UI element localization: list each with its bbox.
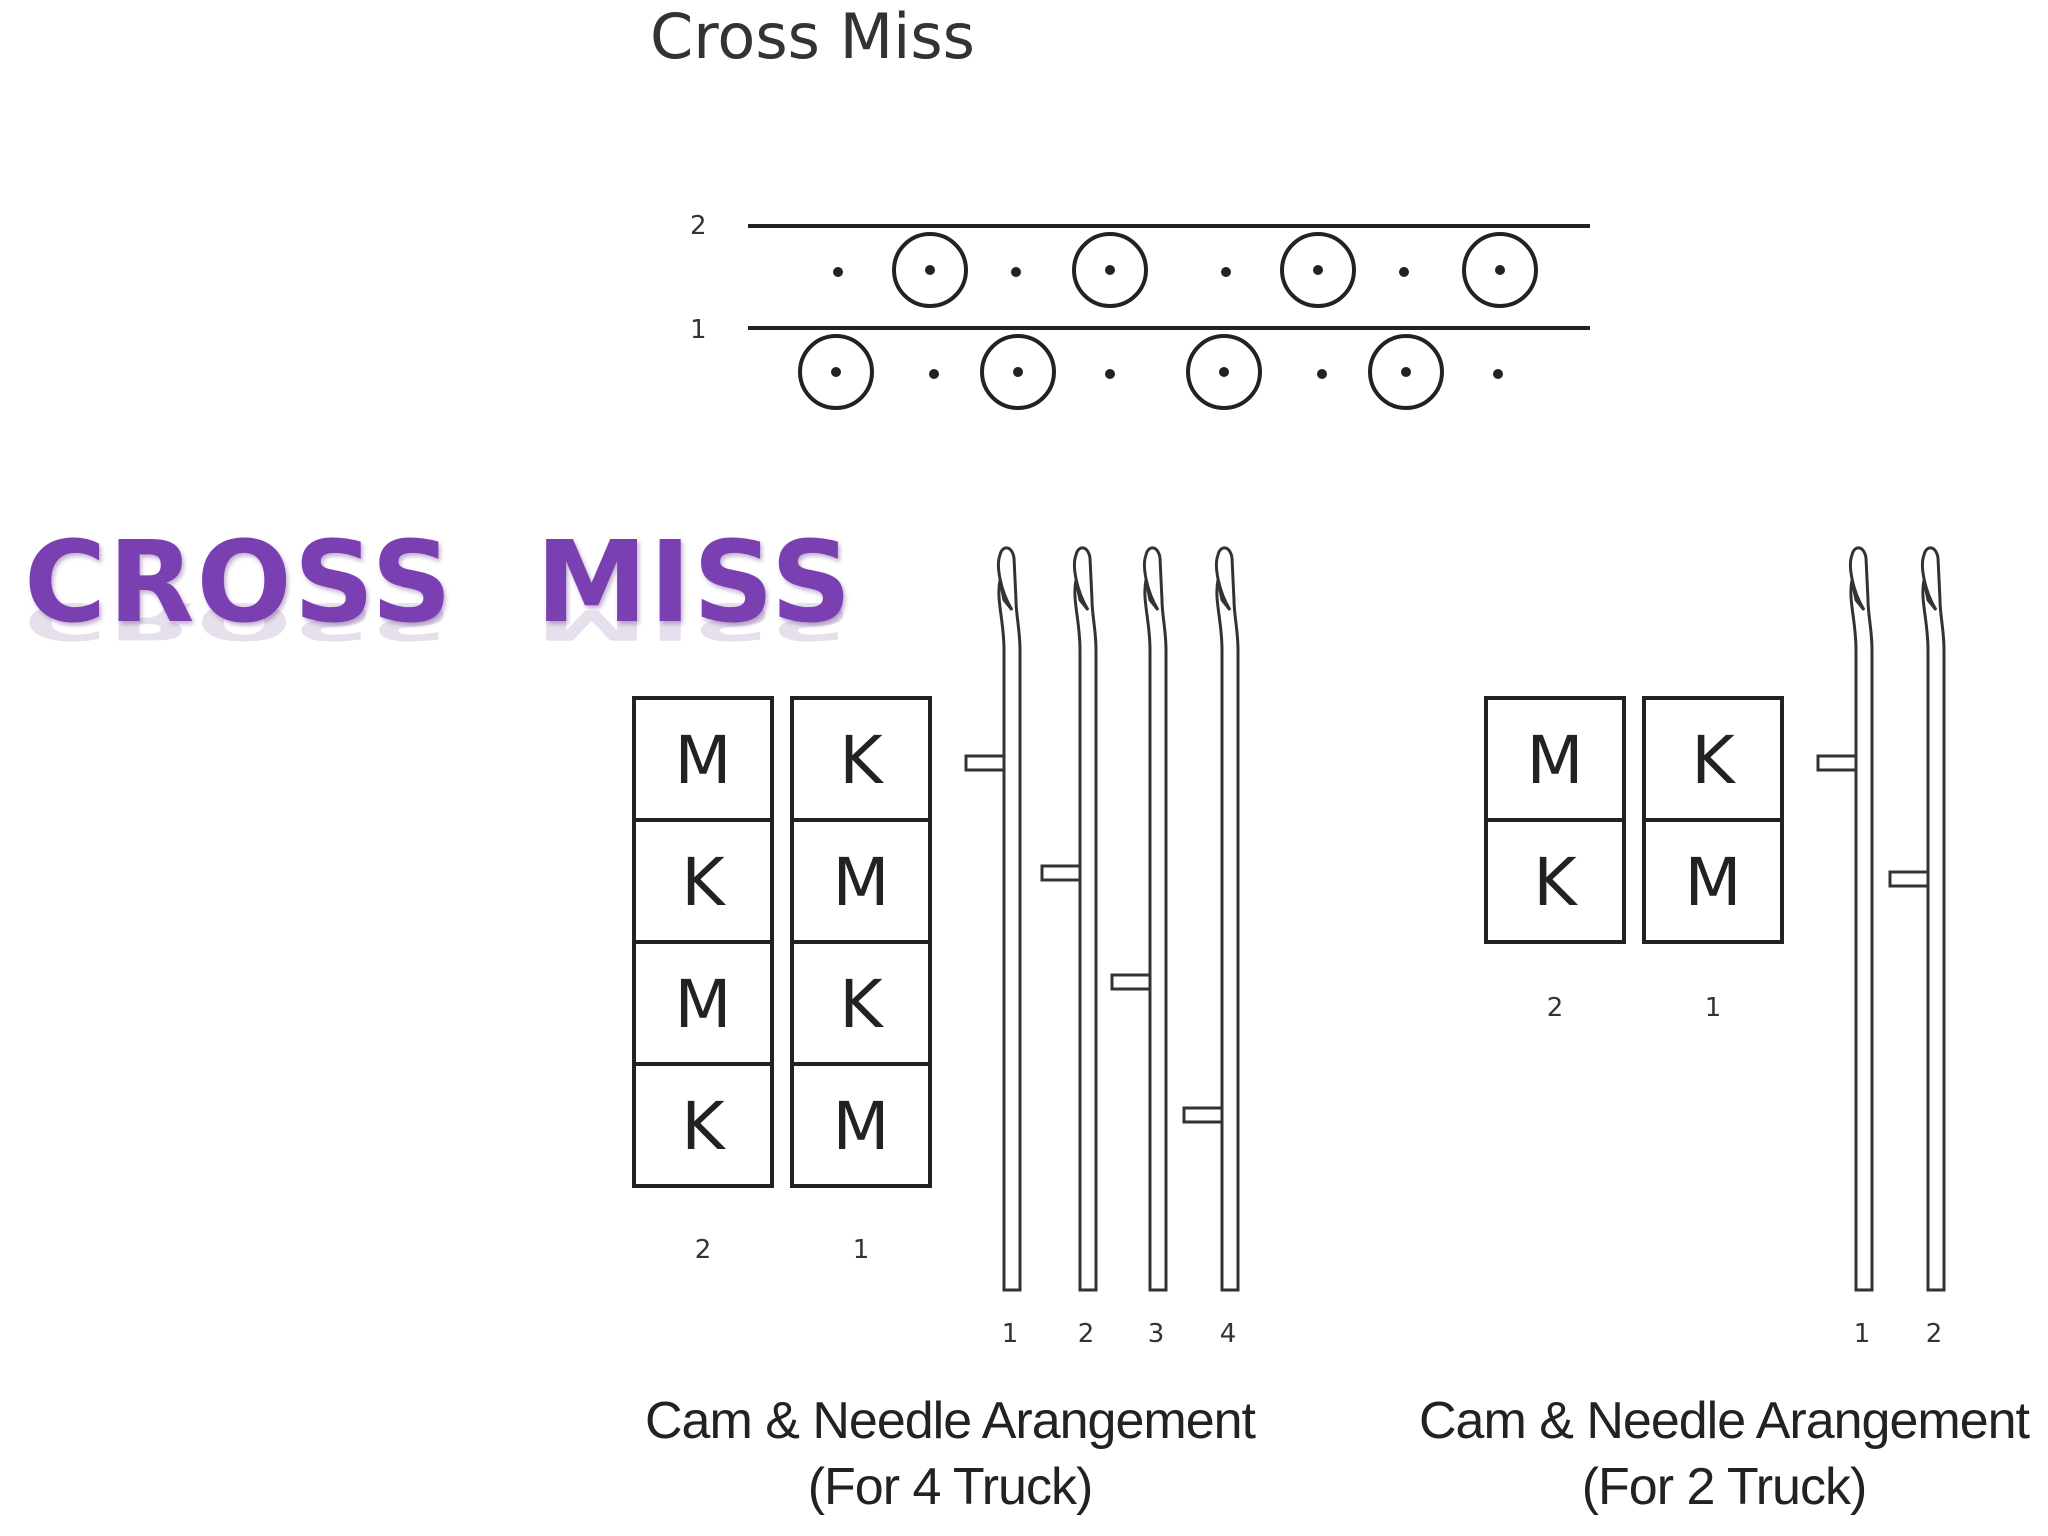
needle-label: 2	[1926, 1319, 1943, 1349]
needle-label: 1	[1002, 1319, 1019, 1349]
cam-cell	[1484, 818, 1626, 944]
needle-butt	[1182, 1106, 1222, 1124]
needle-butt	[1816, 754, 1856, 772]
needle-dot-top-loop-1	[1105, 265, 1115, 275]
cam-letter: K	[839, 722, 884, 799]
slide-title: CROSS MISS	[24, 518, 854, 648]
needle-label: 4	[1220, 1319, 1237, 1349]
latch-needle: 1	[964, 546, 1022, 1349]
knit-loop-bottom-3	[1368, 334, 1444, 410]
cam-cell	[1642, 818, 1784, 944]
miss-dot-top-3	[1399, 267, 1409, 277]
caption-4-truck-line2: (For 4 Truck)	[807, 1458, 1094, 1516]
needle-dot-bottom-loop-1	[1013, 367, 1023, 377]
needle-dot-bottom-loop-2	[1219, 367, 1229, 377]
cam-letter: M	[833, 844, 890, 921]
needle-dot-bottom-loop-0	[831, 367, 841, 377]
latch-needle: 1	[1816, 546, 1874, 1349]
miss-dot-top-1	[1011, 267, 1021, 277]
knit-loop-top-2	[1280, 232, 1356, 308]
needle-label: 2	[1078, 1319, 1095, 1349]
caption-4-truck: Cam & Needle Arangement (For 4 Truck)	[620, 1388, 1280, 1520]
miss-dot-bottom-3	[1493, 369, 1503, 379]
miss-dot-bottom-2	[1317, 369, 1327, 379]
cam-letter: M	[675, 722, 732, 799]
needle-butt	[1888, 870, 1928, 888]
knit-loop-bottom-0	[798, 334, 874, 410]
caption-2-truck: Cam & Needle Arangement (For 2 Truck)	[1404, 1388, 2044, 1520]
needle-butt	[964, 754, 1004, 772]
latch-needle: 2	[1888, 546, 1946, 1349]
caption-2-truck-line1: Cam & Needle Arangement	[1418, 1392, 2030, 1450]
latch-needle: 2	[1040, 546, 1098, 1349]
miss-dot-top-0	[833, 267, 843, 277]
knit-loop-top-3	[1462, 232, 1538, 308]
feeder-label-1: 1	[690, 315, 707, 345]
diagram-title: Cross Miss	[650, 0, 975, 73]
knit-loop-top-0	[892, 232, 968, 308]
needle-label: 1	[1854, 1319, 1871, 1349]
caption-2-truck-line2: (For 2 Truck)	[1581, 1458, 1868, 1516]
feeder-label-2: 2	[690, 211, 707, 241]
needle-butt	[1110, 973, 1150, 991]
miss-dot-bottom-0	[929, 369, 939, 379]
cam-letter: K	[681, 844, 726, 921]
needle-dot-top-loop-0	[925, 265, 935, 275]
needle-dot-top-loop-3	[1495, 265, 1505, 275]
needle-butt	[1040, 864, 1080, 882]
latch-needle: 3	[1110, 546, 1168, 1349]
cam-letter: M	[1527, 722, 1584, 799]
needle-dot-bottom-loop-3	[1401, 367, 1411, 377]
cam-cell	[632, 1062, 774, 1188]
cam-letter: M	[1685, 844, 1742, 921]
stitch-marks	[798, 232, 1538, 410]
knit-loop-top-1	[1072, 232, 1148, 308]
cam-letter: K	[1533, 844, 1578, 921]
cam-letter: M	[675, 966, 732, 1043]
cam-cell	[790, 1062, 932, 1188]
miss-dot-top-2	[1221, 267, 1231, 277]
needles: 1 2 3 4 1 2	[964, 546, 1946, 1349]
cam-column-label: 2	[695, 1235, 712, 1265]
cam-column-label: 2	[1547, 993, 1564, 1023]
cam-letter: K	[681, 1088, 726, 1165]
stitch-notation	[748, 224, 1590, 330]
cam-column-label: 1	[853, 1235, 870, 1265]
cam-letter: K	[1691, 722, 1736, 799]
knit-loop-bottom-1	[980, 334, 1056, 410]
miss-dot-bottom-1	[1105, 369, 1115, 379]
needle-label: 3	[1148, 1319, 1165, 1349]
cam-column-label: 1	[1705, 993, 1722, 1023]
caption-4-truck-line1: Cam & Needle Arangement	[644, 1392, 1256, 1450]
needle-dot-top-loop-2	[1313, 265, 1323, 275]
latch-needle: 4	[1182, 546, 1240, 1349]
knit-loop-bottom-2	[1186, 334, 1262, 410]
cam-letter: M	[833, 1088, 890, 1165]
cam-letter: K	[839, 966, 884, 1043]
